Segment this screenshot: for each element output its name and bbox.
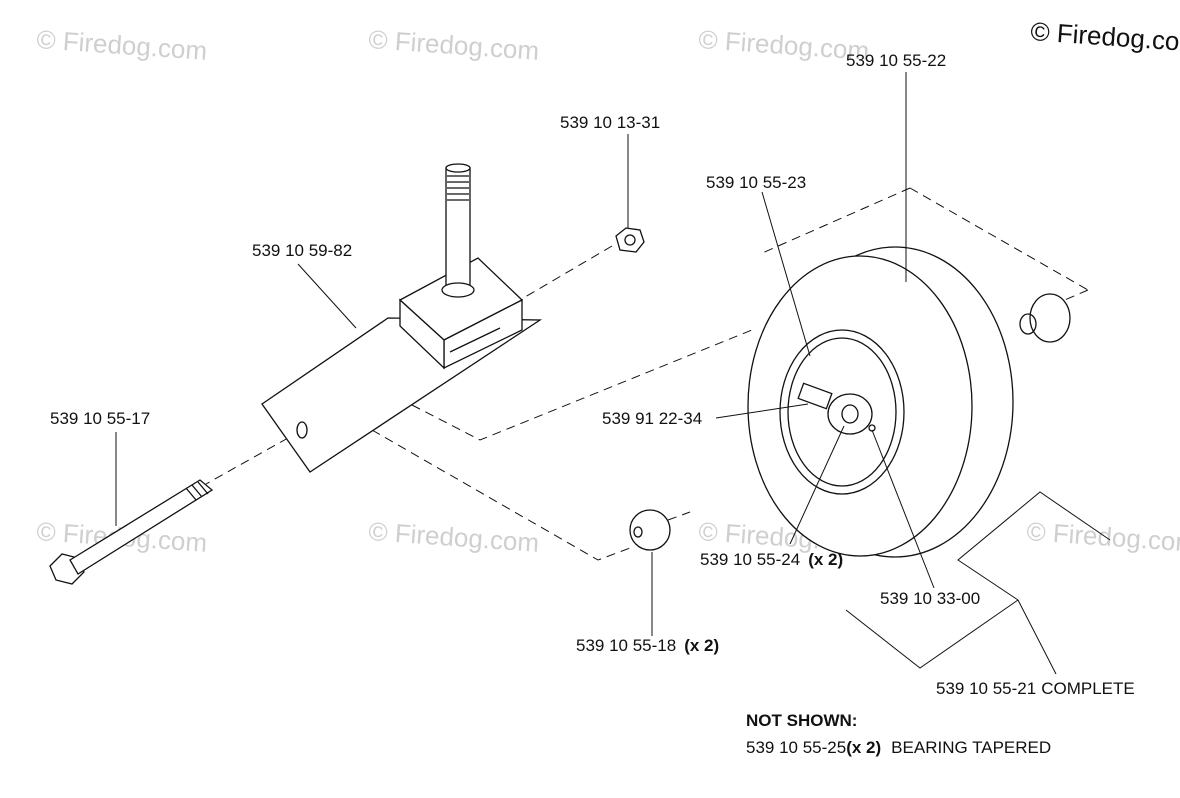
bracket-line — [845, 599, 1019, 669]
watermark: © Firedog.com — [698, 24, 871, 66]
not-shown-item-number: 539 10 55-25 — [746, 738, 846, 757]
bracket-side — [399, 298, 445, 370]
nut-hole — [624, 234, 636, 246]
label-axle-pin: 539 91 22-34 — [602, 409, 702, 428]
leader-lines — [115, 72, 1111, 675]
bolt-part — [49, 479, 214, 585]
assembly-line — [205, 437, 289, 485]
watermarks: © Firedog.com © Firedog.com © Firedog.co… — [36, 16, 1180, 558]
assembly-line — [759, 187, 911, 255]
stud-shaft — [445, 167, 471, 289]
label-nut: 539 10 13-31 — [560, 113, 660, 132]
label-wheel-assembly-number: 539 10 55-21 — [936, 679, 1036, 698]
hex-nut — [615, 227, 645, 253]
spacer-rear — [1029, 293, 1071, 343]
leader-line — [871, 429, 935, 589]
label-grease-fitting: 539 10 33-00 — [880, 589, 980, 608]
label-spacer-qty: (x 2) — [684, 636, 719, 655]
bolt-hole — [296, 421, 308, 439]
part-labels: 539 10 55-22 539 10 13-31 539 10 55-23 5… — [50, 51, 1135, 698]
bracket-slot — [449, 327, 501, 353]
nut-part — [615, 227, 645, 253]
spacer-rear-hole — [1019, 313, 1037, 335]
leader-line — [715, 403, 809, 419]
rim-inner — [787, 337, 897, 487]
label-spacer-number: 539 10 55-18 — [576, 636, 676, 655]
label-wheel-assembly: 539 10 55-21 COMPLETE — [936, 679, 1135, 698]
label-bearing-cup-qty: (x 2) — [808, 550, 843, 569]
assembly-line — [1059, 289, 1089, 303]
watermark: © Firedog.com — [1026, 516, 1180, 558]
assembly-line — [371, 429, 631, 561]
leader-line — [297, 263, 357, 329]
bracket-part — [261, 163, 543, 473]
not-shown-item-description: BEARING TAPERED — [891, 738, 1051, 757]
assembly-line — [909, 187, 1089, 291]
label-spacer: 539 10 55-18 (x 2) — [576, 636, 719, 655]
bracket-plate — [261, 317, 543, 473]
bolt-thread — [191, 484, 203, 498]
rim-outer — [779, 329, 905, 495]
assembly-line — [519, 245, 613, 301]
bolt-thread — [185, 487, 197, 501]
hub — [827, 393, 873, 435]
bracket-line — [957, 491, 1111, 601]
stud-tip — [445, 163, 471, 173]
label-bearing-cup-number: 539 10 55-24 — [700, 550, 800, 569]
axle-pin — [797, 382, 833, 410]
bolt-shank — [69, 479, 214, 575]
wheel-part — [747, 246, 1014, 558]
spacer-front — [629, 509, 671, 551]
not-shown-section: NOT SHOWN: 539 10 55-25(x 2) BEARING TAPE… — [746, 711, 1051, 757]
not-shown-heading: NOT SHOWN: — [746, 711, 857, 730]
stud-collar — [441, 282, 475, 298]
leader-line — [1017, 599, 1057, 675]
label-tire: 539 10 55-22 — [846, 51, 946, 70]
watermark: © Firedog.com — [368, 24, 541, 66]
not-shown-item: 539 10 55-25(x 2) BEARING TAPERED — [746, 738, 1051, 757]
leader-line — [761, 191, 811, 357]
assembly-line — [411, 329, 753, 441]
spacer-hole — [633, 526, 643, 538]
watermark: © Firedog.com — [368, 516, 541, 558]
label-bolt: 539 10 55-17 — [50, 409, 150, 428]
label-bearing-cup: 539 10 55-24 (x 2) — [700, 550, 843, 569]
label-wheel-assembly-suffix: COMPLETE — [1041, 679, 1135, 698]
hub-bore — [841, 404, 859, 424]
bolt-thread — [197, 481, 209, 495]
not-shown-item-qty: (x 2) — [846, 738, 881, 757]
assembly-lines — [205, 187, 1089, 561]
leader-line — [789, 425, 845, 545]
watermark: © Firedog.com — [36, 24, 209, 66]
assembly-line — [667, 511, 691, 521]
watermark-corner: © Firedog.co — [1030, 16, 1180, 56]
label-bracket: 539 10 59-82 — [252, 241, 352, 260]
label-rim: 539 10 55-23 — [706, 173, 806, 192]
spacer-parts — [629, 293, 1071, 551]
